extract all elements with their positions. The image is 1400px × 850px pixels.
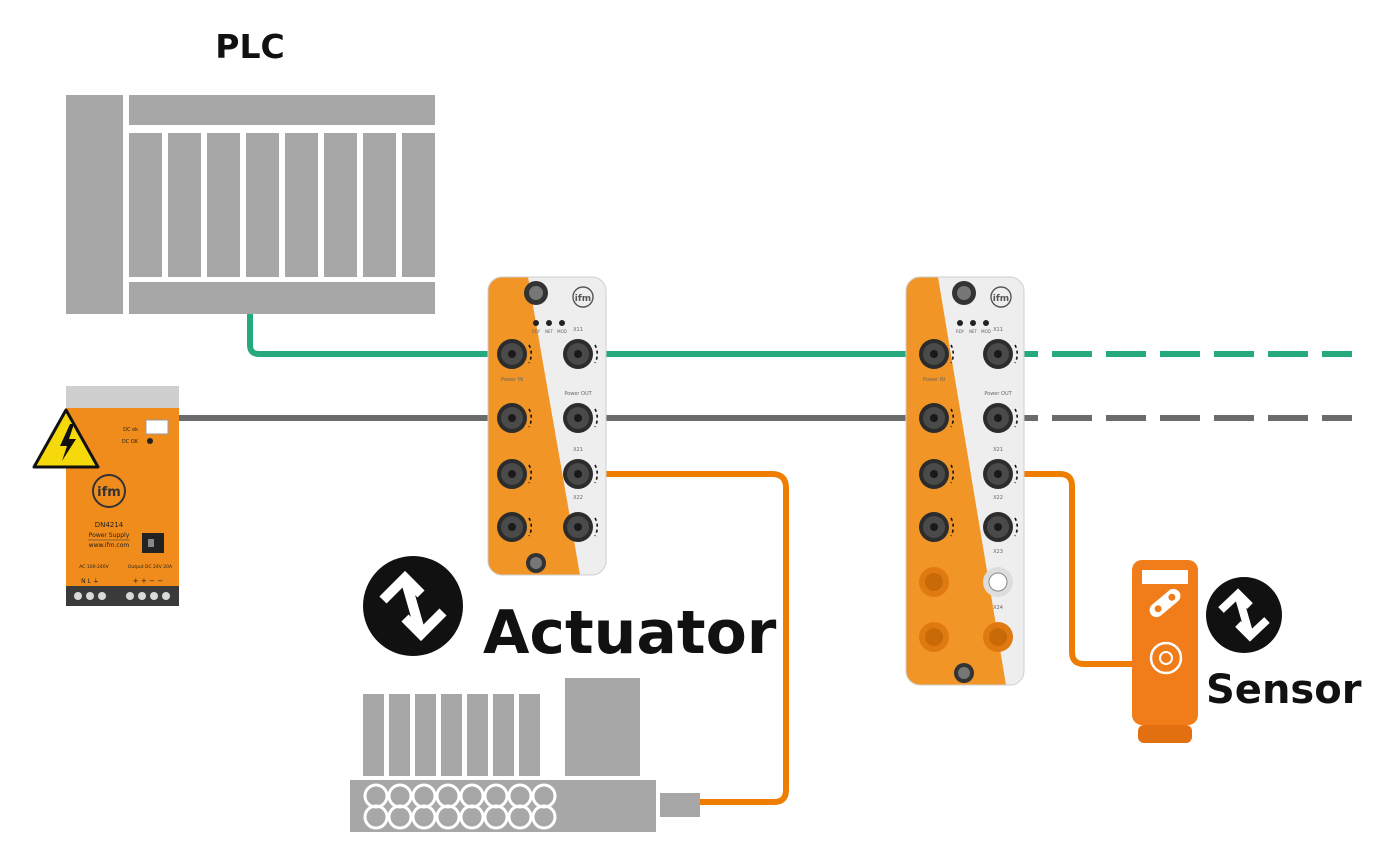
psu-terminals-in: N L ⏚ [81, 578, 99, 585]
svg-text:X24: X24 [993, 605, 1003, 611]
svg-text:X21: X21 [993, 447, 1003, 453]
actuator-rollers [363, 783, 557, 830]
svg-text:NET: NET [969, 329, 978, 334]
module-ifm-logo: ifm [572, 286, 594, 308]
svg-text:Power OUT: Power OUT [564, 391, 592, 397]
svg-text:Power IN: Power IN [501, 377, 523, 383]
svg-text:MOD: MOD [981, 329, 991, 334]
svg-text:Power OUT: Power OUT [984, 391, 1012, 397]
sensor-cable [998, 471, 1134, 667]
actuator-cable [580, 471, 789, 805]
svg-text:NET: NET [545, 329, 554, 334]
io-module-1: ifm RDY NET MOD X11 Power OUT Power IN X… [487, 276, 607, 576]
psu-dc-ok: DC OK [122, 439, 139, 445]
psu-output-rating: Output DC 24V 20A [128, 564, 173, 570]
module-ifm-logo: ifm [990, 286, 1012, 308]
svg-text:X22: X22 [993, 495, 1003, 501]
sensor-device [1132, 560, 1198, 743]
svg-text:X21: X21 [573, 447, 583, 453]
plc-rack [66, 95, 435, 314]
svg-text:X11: X11 [573, 327, 583, 333]
svg-text:MOD: MOD [557, 329, 567, 334]
io-module-2: ifm RDY NET MOD X11 Power OUT Power IN X… [905, 276, 1025, 686]
network-cable [247, 314, 1352, 357]
psu-ifm-logo: ifm [92, 474, 126, 508]
svg-text:X23: X23 [993, 549, 1003, 555]
high-voltage-warning-icon [32, 408, 100, 469]
svg-text:RDY: RDY [956, 329, 965, 334]
io-link-logo-icon [1206, 577, 1282, 653]
io-link-logo-icon [363, 556, 463, 656]
svg-text:RDY: RDY [532, 329, 541, 334]
svg-text:ifm: ifm [575, 294, 591, 304]
svg-text:X22: X22 [573, 495, 583, 501]
svg-text:ifm: ifm [97, 485, 121, 500]
psu-terminals-out: + + − − [133, 577, 163, 585]
power-supply: DC ok DC OK ifm DN4214 Power Supply www.… [66, 386, 179, 606]
psu-model: DN4214 [95, 521, 124, 529]
svg-text:Power IN: Power IN [923, 377, 945, 383]
sensor-label: Sensor [1206, 667, 1362, 713]
svg-text:X11: X11 [993, 327, 1003, 333]
psu-input-rating: AC 100-240V [79, 564, 109, 570]
psu-dc-ok-top: DC ok [123, 427, 138, 433]
plc-label: PLC [215, 27, 284, 66]
actuator-label: Actuator [483, 598, 777, 668]
psu-product: Power Supply [89, 532, 130, 539]
svg-text:ifm: ifm [993, 294, 1009, 304]
psu-website: www.ifm.com [89, 542, 130, 549]
